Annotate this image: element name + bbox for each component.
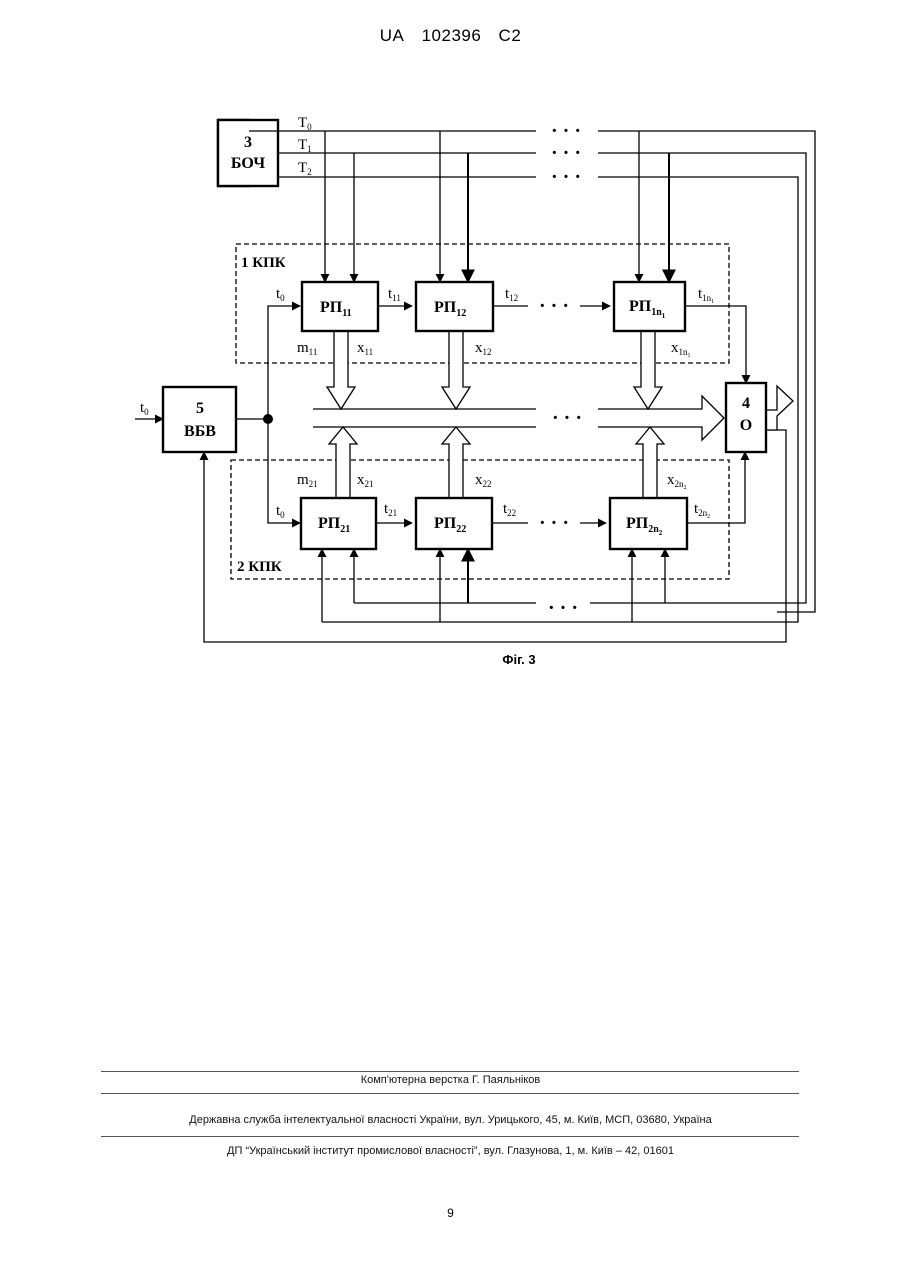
dots-row1: · · · [539, 295, 569, 317]
footer-rule-3 [101, 1136, 799, 1137]
figure-caption: Фіг. 3 [502, 652, 535, 667]
clock-line-t2 [249, 177, 798, 622]
t22-label: t22 [503, 501, 516, 518]
t21-label: t21 [384, 501, 397, 518]
vbv-block [163, 387, 236, 452]
x21-label: x21 [357, 472, 374, 489]
dots-t1: · · · [551, 142, 581, 164]
clock-t2-label: T2 [298, 160, 312, 177]
vbv-name: ВБВ [184, 423, 216, 440]
clock-t0-label: T0 [298, 115, 312, 132]
footer-rule-2 [101, 1093, 799, 1094]
t12-label: t12 [505, 286, 518, 303]
m21-label: m21 [297, 472, 318, 489]
footer-institute: ДП “Український інститут промислової вла… [0, 1145, 901, 1157]
x12-label: x12 [475, 340, 492, 357]
o-name: О [740, 417, 752, 434]
kpk2-label: 2 КПК [237, 559, 282, 575]
vbv-num: 5 [196, 400, 204, 417]
boch-num: 3 [244, 134, 252, 151]
boch-name: БОЧ [231, 155, 266, 172]
t11-label: t11 [388, 286, 401, 303]
footer-rule-1 [101, 1071, 799, 1072]
dots-t0: · · · [551, 120, 581, 142]
footer-service: Державна служба інтелектуальної власност… [0, 1114, 901, 1126]
junction-dot [263, 414, 273, 424]
t0-input-label: t0 [140, 400, 149, 417]
x1n-label: x1n1 [671, 340, 691, 359]
footer-typesetting: Комп'ютерна верстка Г. Паяльніков [0, 1074, 901, 1086]
x11-label: x11 [357, 340, 373, 357]
t0-bottom-label: t0 [276, 503, 285, 520]
dots-bus: · · · [552, 407, 582, 429]
dots-row2: · · · [539, 512, 569, 534]
page-number: 9 [0, 1206, 901, 1220]
t2n-label: t2n2 [694, 501, 710, 520]
clock-t1-label: T1 [298, 137, 312, 154]
t0-top-label: t0 [276, 286, 285, 303]
o-num: 4 [742, 395, 750, 412]
x2n-label: x2n2 [667, 472, 687, 491]
block-diagram: 3 БОЧ 5 ВБВ 4 О 1 КПК 2 КПК РП11 РП12 РП… [0, 0, 901, 700]
t1n-label: t1n1 [698, 286, 714, 305]
x22-label: x22 [475, 472, 492, 489]
dots-bottom: · · · [548, 597, 578, 619]
m11-label: m11 [297, 340, 317, 357]
kpk1-label: 1 КПК [241, 255, 286, 271]
dots-t2: · · · [551, 166, 581, 188]
